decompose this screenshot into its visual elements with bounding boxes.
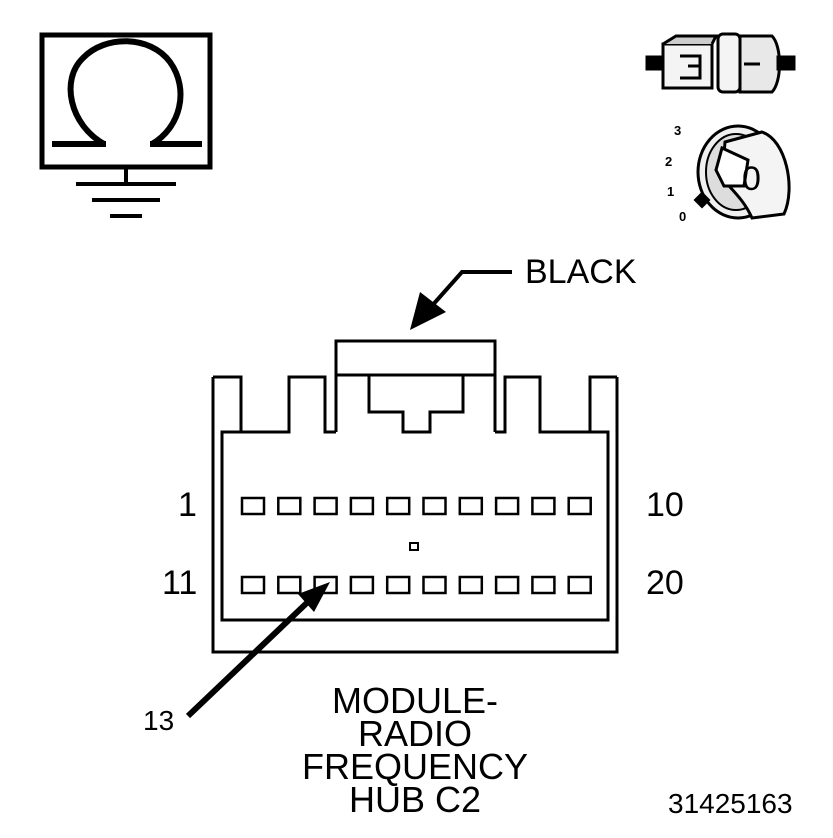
pin-cavity [494, 575, 520, 595]
pin-cavity [277, 496, 302, 516]
pin-row-top [240, 496, 592, 516]
pin-cavity [240, 496, 266, 516]
pin-cavity [349, 575, 375, 595]
pin-cavity [458, 575, 484, 595]
pin-cavity [422, 575, 447, 595]
pin-cavity [277, 575, 302, 595]
pin-cavity [385, 496, 411, 516]
callout-pin-label: 13 [143, 705, 175, 736]
pin-label-bottom-left: 11 [162, 564, 198, 602]
ohm-meter-ground-icon [39, 32, 213, 218]
pin-cavity [422, 496, 447, 516]
title-line-1: MODULE- [331, 680, 498, 721]
polarization-dot [409, 542, 419, 551]
pin-cavity [240, 575, 266, 595]
pin-cavity [349, 496, 375, 516]
pin-label-bottom-right: 20 [646, 564, 684, 602]
color-leader-arrow [410, 270, 512, 330]
figure-number: 31425163 [668, 788, 793, 819]
title-line-3: FREQUENCY [301, 746, 529, 787]
pin-label-top-right: 10 [646, 486, 684, 524]
pin-cavity [494, 496, 520, 516]
connector-color-label: BLACK [525, 253, 637, 291]
pin-cavity [313, 496, 338, 516]
pin-cavity [567, 496, 592, 516]
pin-row-bottom [240, 575, 592, 595]
connector-body [211, 339, 619, 654]
key-label: 0 [742, 160, 761, 198]
key-position-3: 3 [674, 123, 682, 138]
title-line-2: RADIO [357, 713, 472, 754]
pin-cavity [458, 496, 484, 516]
key-position-0: 0 [679, 209, 687, 224]
title-line-4: HUB C2 [348, 779, 482, 820]
key-position-2: 2 [665, 154, 673, 169]
pin-cavity [531, 575, 556, 595]
key-position-1: 1 [667, 184, 675, 199]
connector-title: MODULE- RADIO FREQUENCY HUB C2 [260, 680, 570, 820]
pin-cavity [567, 575, 592, 595]
pin-cavity [385, 575, 411, 595]
pin-callout-arrow [185, 582, 330, 719]
pin-label-top-left: 1 [178, 486, 197, 524]
ignition-key-off-icon [693, 124, 791, 220]
pin-cavity [531, 496, 556, 516]
disconnected-connector-icon [645, 32, 796, 94]
